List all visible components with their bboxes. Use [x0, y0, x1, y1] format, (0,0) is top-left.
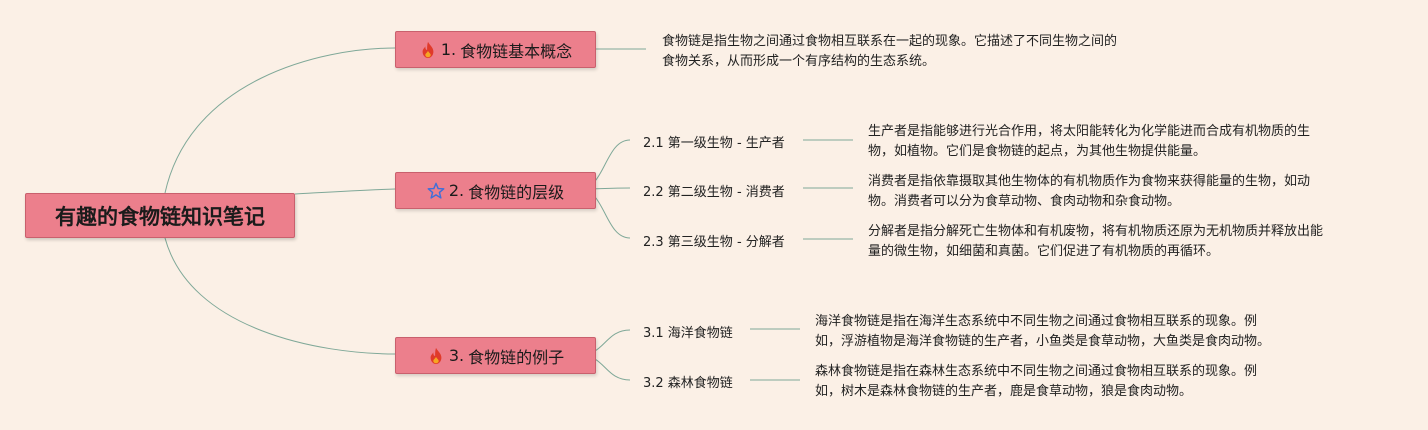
- description-line: 消费者是指依靠摄取其他生物体的有机物质作为食物来获得能量的生物，如动: [868, 174, 1311, 189]
- description-line: 量的微生物，如细菌和真菌。它们促进了有机物质的再循环。: [868, 244, 1220, 259]
- description-line: 如，树木是森林食物链的生产者，鹿是食草动物，狼是食肉动物。: [815, 384, 1193, 399]
- topic-number: 1.: [440, 40, 457, 59]
- root-node[interactable]: 有趣的食物链知识笔记: [25, 193, 295, 238]
- description-line: 物。消费者可以分为食草动物、食肉动物和杂食动物。: [868, 194, 1181, 209]
- subtopic-2-1[interactable]: 2.1 第一级生物 - 生产者: [643, 136, 785, 151]
- topic-node-3[interactable]: 3. 食物链的例子: [395, 337, 596, 374]
- subtopic-2-2[interactable]: 2.2 第二级生物 - 消费者: [643, 185, 785, 200]
- connector-root-topic-1: [164, 47, 396, 194]
- connector-root-topic-3: [164, 237, 396, 355]
- subtopic-3-1[interactable]: 3.1 海洋食物链: [643, 326, 733, 341]
- subtopic-2-3-description: 分解者是指分解死亡生物体和有机废物，将有机物质还原为无机物质并释放出能 量的微生…: [868, 222, 1323, 262]
- description-line: 分解者是指分解死亡生物体和有机废物，将有机物质还原为无机物质并释放出能: [868, 224, 1324, 239]
- root-node-label: 有趣的食物链知识笔记: [55, 204, 265, 229]
- topic-label: 食物链基本概念: [460, 41, 573, 61]
- subtopic-2-1-description: 生产者是指能够进行光合作用，将太阳能转化为化学能进而合成有机物质的生 物，如植物…: [868, 122, 1310, 162]
- description-line: 物，如植物。它们是食物链的起点，为其他生物提供能量。: [868, 144, 1207, 159]
- topic-node-1[interactable]: 1. 食物链基本概念: [395, 31, 596, 68]
- topic-number: 3.: [448, 346, 465, 365]
- subtopic-2-3[interactable]: 2.3 第三级生物 - 分解者: [643, 235, 785, 250]
- fire-icon: [427, 347, 445, 365]
- subtopic-3-2[interactable]: 3.2 森林食物链: [643, 376, 733, 391]
- description-line: 生产者是指能够进行光合作用，将太阳能转化为化学能进而合成有机物质的生: [868, 124, 1311, 139]
- topic-node-2[interactable]: 2. 食物链的层级: [395, 172, 596, 209]
- topic-label: 食物链的层级: [468, 182, 565, 202]
- connector-root-topic-2: [294, 188, 396, 195]
- star-icon: [427, 182, 445, 200]
- subtopic-3-2-description: 森林食物链是指在森林生态系统中不同生物之间通过食物相互联系的现象。例 如，树木是…: [815, 362, 1257, 402]
- description-line: 森林食物链是指在森林生态系统中不同生物之间通过食物相互联系的现象。例: [815, 364, 1258, 379]
- topic-label: 食物链的例子: [468, 347, 565, 367]
- topic-number: 2.: [448, 181, 465, 200]
- topic-1-description: 食物链是指生物之间通过食物相互联系在一起的现象。它描述了不同生物之间的 食物关系…: [662, 32, 1117, 72]
- subtopic-3-1-description: 海洋食物链是指在海洋生态系统中不同生物之间通过食物相互联系的现象。例 如，浮游植…: [815, 312, 1270, 352]
- description-line: 海洋食物链是指在海洋生态系统中不同生物之间通过食物相互联系的现象。例: [815, 314, 1258, 329]
- description-line: 食物链是指生物之间通过食物相互联系在一起的现象。它描述了不同生物之间的: [662, 34, 1118, 49]
- fire-icon: [419, 41, 437, 59]
- subtopic-2-2-description: 消费者是指依靠摄取其他生物体的有机物质作为食物来获得能量的生物，如动 物。消费者…: [868, 172, 1310, 212]
- description-line: 食物关系，从而形成一个有序结构的生态系统。: [662, 54, 936, 69]
- description-line: 如，浮游植物是海洋食物链的生产者，小鱼类是食草动物，大鱼类是食肉动物。: [815, 334, 1271, 349]
